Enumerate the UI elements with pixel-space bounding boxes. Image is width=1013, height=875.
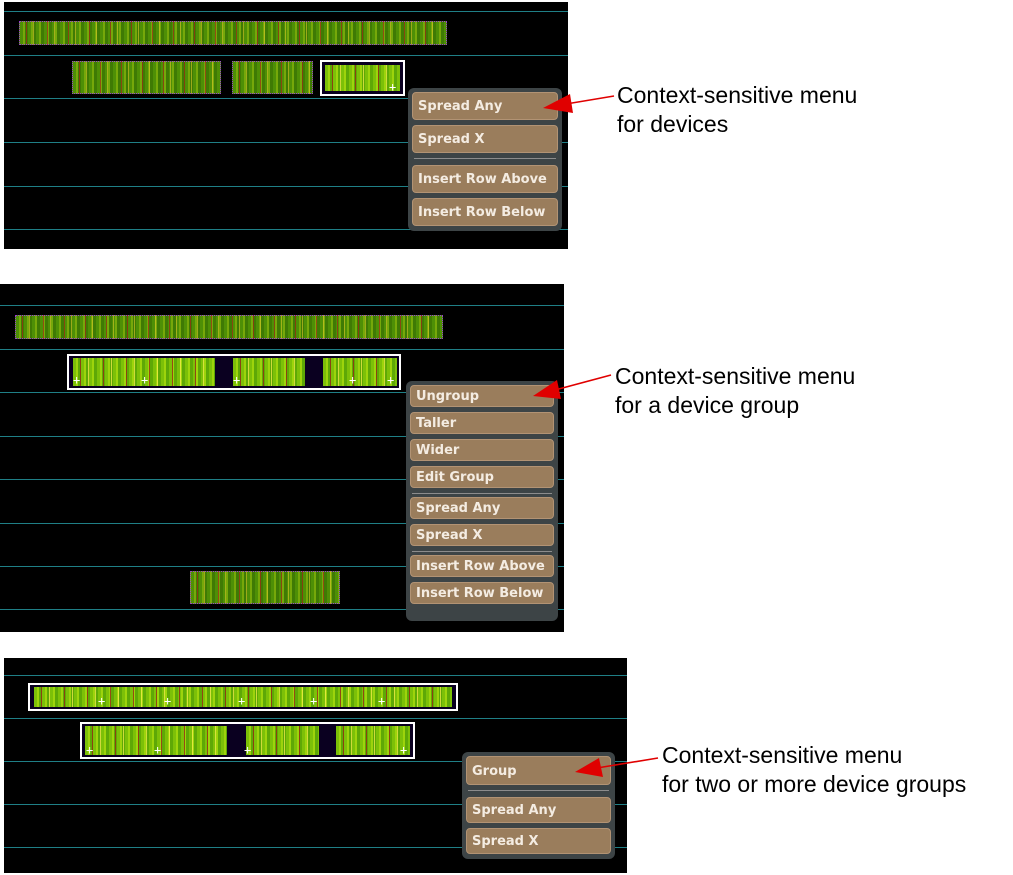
- context-menu-device-group: Ungroup Taller Wider Edit Group Spread A…: [406, 381, 558, 621]
- device[interactable]: [336, 726, 410, 755]
- pin-marker: +: [400, 743, 408, 757]
- pin-marker: +: [141, 373, 149, 387]
- device[interactable]: [233, 358, 305, 386]
- row-line: [4, 11, 568, 12]
- menu-item-insert-row-above[interactable]: Insert Row Above: [412, 165, 558, 193]
- row-line: [4, 229, 568, 230]
- layout-canvas-device-group[interactable]: + + + + + Ungroup Taller Wider Edit Grou…: [0, 284, 564, 632]
- row-line: [0, 392, 564, 393]
- device[interactable]: [232, 61, 313, 94]
- callout-line-2: for two or more device groups: [662, 771, 967, 797]
- layout-canvas-devices[interactable]: + Spread Any Spread X Insert Row Above I…: [4, 2, 568, 249]
- context-menu-devices: Spread Any Spread X Insert Row Above Ins…: [408, 88, 562, 231]
- row-line: [0, 349, 564, 350]
- pin-marker: +: [73, 373, 81, 387]
- device[interactable]: [85, 726, 227, 755]
- callout-line-2: for a device group: [615, 392, 800, 418]
- device[interactable]: [323, 358, 397, 386]
- row-line: [0, 436, 564, 437]
- context-menu-device-groups: Group Spread Any Spread X: [462, 752, 615, 859]
- pin-marker: +: [389, 80, 397, 94]
- callout-line-1: Context-sensitive menu: [617, 82, 858, 108]
- row-line: [4, 142, 568, 143]
- row-line: [0, 566, 564, 567]
- callout-device-group: Context-sensitive menu for a device grou…: [615, 362, 855, 420]
- selected-device-group[interactable]: + + + +: [80, 722, 415, 759]
- pin-marker: +: [98, 694, 106, 708]
- menu-item-spread-any[interactable]: Spread Any: [410, 497, 554, 519]
- row-line: [4, 761, 627, 762]
- pin-marker: +: [164, 694, 172, 708]
- callout-device-groups: Context-sensitive menu for two or more d…: [662, 741, 966, 799]
- callout-line-1: Context-sensitive menu: [615, 363, 856, 389]
- menu-item-spread-x[interactable]: Spread X: [412, 125, 558, 153]
- menu-separator: [412, 493, 552, 494]
- row-line: [0, 609, 564, 610]
- pin-marker: +: [387, 373, 395, 387]
- menu-item-taller[interactable]: Taller: [410, 412, 554, 434]
- device[interactable]: [73, 358, 215, 386]
- selected-device-group[interactable]: + + + + +: [67, 354, 401, 390]
- pin-marker: +: [238, 694, 246, 708]
- menu-separator: [468, 790, 609, 791]
- row-line: [4, 804, 627, 805]
- device[interactable]: [325, 65, 400, 91]
- menu-item-ungroup[interactable]: Ungroup: [410, 385, 554, 407]
- row-line: [0, 479, 564, 480]
- device-strip[interactable]: [19, 21, 447, 45]
- pin-marker: +: [310, 694, 318, 708]
- row-line: [4, 718, 627, 719]
- device[interactable]: [190, 571, 340, 604]
- device[interactable]: [246, 726, 319, 755]
- pin-marker: +: [244, 743, 252, 757]
- row-line: [4, 55, 568, 56]
- menu-item-insert-row-above[interactable]: Insert Row Above: [410, 555, 554, 577]
- device-strip[interactable]: [34, 687, 452, 707]
- menu-item-insert-row-below[interactable]: Insert Row Below: [412, 198, 558, 226]
- callout-line-2: for devices: [617, 111, 729, 137]
- pin-marker: +: [154, 743, 162, 757]
- device-strip[interactable]: [15, 315, 443, 339]
- row-line: [4, 186, 568, 187]
- menu-item-wider[interactable]: Wider: [410, 439, 554, 461]
- pin-marker: +: [233, 373, 241, 387]
- menu-item-group[interactable]: Group: [466, 756, 611, 785]
- row-line: [0, 305, 564, 306]
- row-line: [4, 847, 627, 848]
- pin-marker: +: [86, 743, 94, 757]
- pin-marker: +: [349, 373, 357, 387]
- callout-devices: Context-sensitive menu for devices: [617, 81, 857, 139]
- layout-canvas-device-groups[interactable]: + + + + + + + + + Group Spread Any Sprea…: [4, 658, 627, 873]
- callout-line-1: Context-sensitive menu: [662, 742, 903, 768]
- menu-item-spread-any[interactable]: Spread Any: [412, 92, 558, 120]
- selected-device-group[interactable]: + + + + +: [28, 683, 458, 711]
- menu-item-spread-x[interactable]: Spread X: [410, 524, 554, 546]
- menu-separator: [412, 551, 552, 552]
- menu-item-spread-any[interactable]: Spread Any: [466, 797, 611, 823]
- row-line: [4, 98, 568, 99]
- device[interactable]: [72, 61, 221, 94]
- menu-item-spread-x[interactable]: Spread X: [466, 828, 611, 854]
- row-line: [4, 675, 627, 676]
- row-line: [0, 523, 564, 524]
- menu-item-insert-row-below[interactable]: Insert Row Below: [410, 582, 554, 604]
- menu-separator: [414, 158, 556, 159]
- menu-item-edit-group[interactable]: Edit Group: [410, 466, 554, 488]
- selected-device[interactable]: +: [320, 60, 405, 96]
- pin-marker: +: [378, 694, 386, 708]
